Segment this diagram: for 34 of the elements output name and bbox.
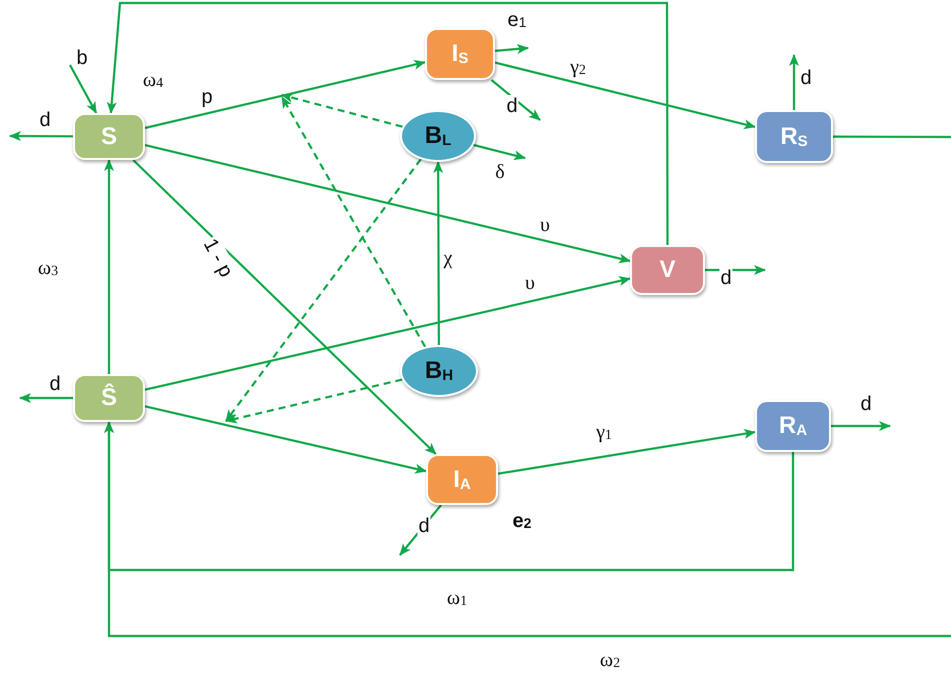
compartment-box: R$_{A}$ [755,400,831,452]
arrow [473,144,526,160]
arrow [498,428,756,475]
arrow [104,159,114,374]
arrow [490,79,541,121]
arrow [789,54,799,110]
arrow [69,64,98,114]
arrow [144,276,631,391]
reservoir-ellipse: B$_{L}$ [400,110,476,162]
edge-label: d [417,515,431,537]
reservoir-ellipse: B$_{H}$ [400,345,478,397]
arrow [705,265,766,275]
arrow [433,161,444,345]
arrow [132,159,437,455]
compartment-box: Ŝ [73,374,145,422]
arrow [104,421,951,638]
dashed-arrow [281,92,403,128]
arrow [494,62,756,130]
compartment-box: I$_{A}$ [426,454,498,505]
dashed-arrow [225,378,402,424]
compartment-box: I$_{S}$ [425,28,495,80]
arrow [9,131,73,142]
arrow [144,144,631,264]
line [833,136,951,138]
arrow [831,421,891,431]
arrow [144,60,426,130]
dashed-arrow [225,158,422,422]
compartment-box: V [630,245,705,295]
dashed-arrow [281,96,426,348]
arrow [144,405,427,474]
arrow [19,393,73,403]
compartment-box: S [73,113,145,160]
arrow [106,2,669,245]
compartment-box: R$_{S}$ [755,110,833,163]
